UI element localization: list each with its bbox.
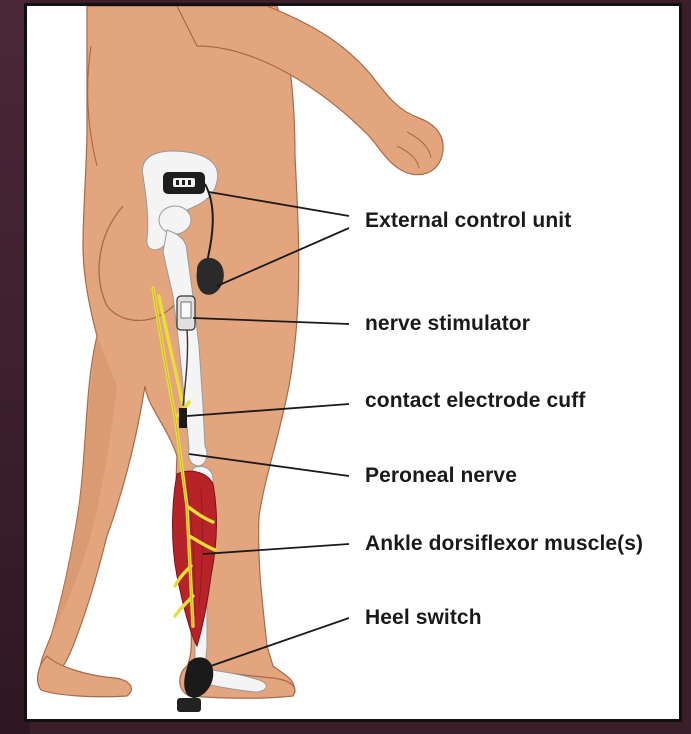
label-contact-electrode-cuff: contact electrode cuff	[365, 389, 585, 413]
electrode-cuff-device	[179, 408, 187, 428]
label-external-control-unit: External control unit	[365, 209, 571, 233]
diagram-frame: External control unit nerve stimulator c…	[24, 3, 682, 722]
label-peroneal-nerve: Peroneal nerve	[365, 464, 517, 488]
femur-head	[159, 206, 191, 234]
label-nerve-stimulator: nerve stimulator	[365, 312, 530, 336]
label-ankle-dorsiflexor: Ankle dorsiflexor muscle(s)	[365, 532, 643, 556]
body-silhouette	[38, 6, 444, 698]
label-heel-switch: Heel switch	[365, 606, 482, 630]
rear-foot	[38, 656, 132, 697]
anatomy-illustration	[27, 6, 679, 719]
